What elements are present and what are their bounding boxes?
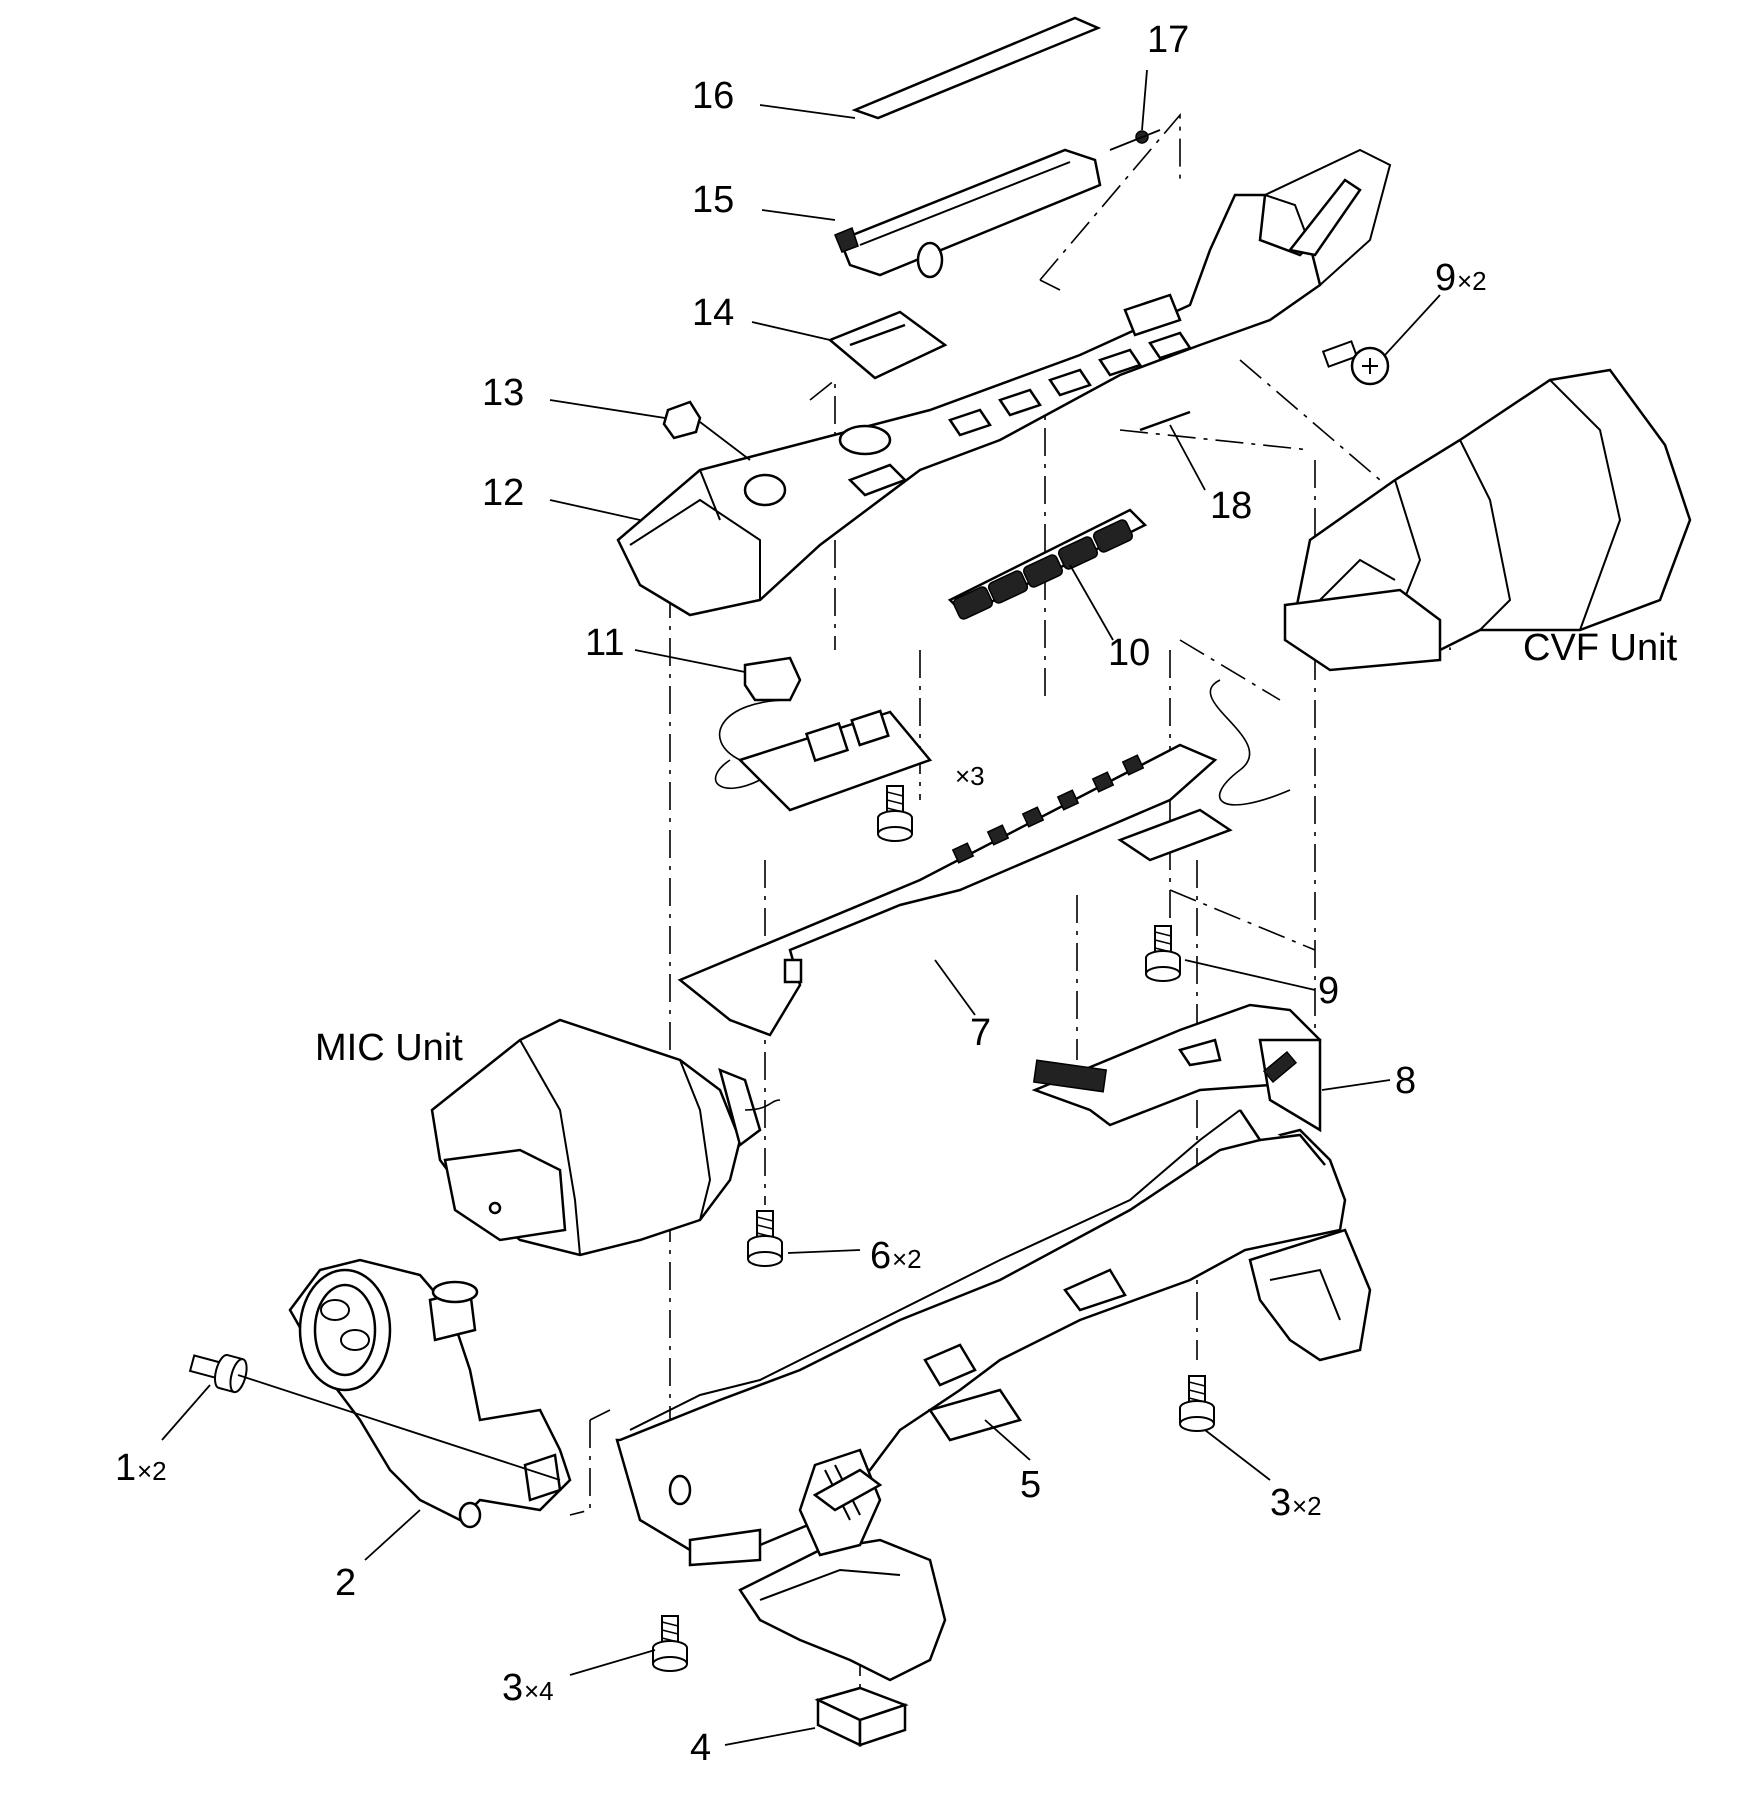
label-4: 4	[690, 1727, 711, 1769]
screw-9x2	[1321, 340, 1390, 386]
part-small-pcb	[714, 699, 933, 812]
label-cvf-unit: CVF Unit	[1523, 627, 1678, 669]
label-15: 15	[692, 179, 734, 221]
label-6-mult: ×2	[892, 1244, 922, 1274]
screw-6x2	[747, 1210, 783, 1267]
mic-unit	[430, 1018, 781, 1257]
label-9-top: 9	[1435, 257, 1456, 299]
label-11: 11	[585, 622, 624, 664]
part-16-label-sheet	[851, 16, 1102, 120]
label-16: 16	[692, 75, 734, 117]
part-17-pin	[1109, 129, 1161, 151]
screw-3x2	[1179, 1375, 1215, 1432]
label-10: 10	[1108, 632, 1150, 674]
part-labels: 16 17 15 14 13 12 18 10 11 9 ×2 ×3 9 8 7…	[115, 19, 1487, 1769]
flex-cable	[1209, 679, 1291, 806]
label-5: 5	[1020, 1464, 1041, 1506]
label-3-left: 3	[502, 1667, 523, 1709]
label-screw-x3: ×3	[955, 761, 985, 791]
label-12: 12	[482, 472, 524, 514]
part-13-knob	[662, 400, 702, 440]
screw-pcb	[877, 785, 913, 842]
screw-3x4	[652, 1615, 688, 1672]
label-1-mult: ×2	[137, 1456, 167, 1486]
leader-lines	[161, 69, 1441, 1746]
label-9: 9	[1318, 970, 1339, 1012]
cvf-unit	[1283, 368, 1692, 672]
label-18: 18	[1210, 485, 1252, 527]
screw-9	[1145, 925, 1181, 982]
label-1: 1	[115, 1447, 136, 1489]
label-3-left-mult: ×4	[524, 1676, 554, 1706]
label-7: 7	[970, 1012, 991, 1054]
label-3-right-mult: ×2	[1292, 1491, 1322, 1521]
part-4-pad	[814, 1686, 909, 1747]
label-13: 13	[482, 372, 524, 414]
part-8-plate	[1031, 1003, 1322, 1133]
label-3-right: 3	[1270, 1482, 1291, 1524]
part-15-cover-lid	[834, 148, 1102, 279]
part-7-main-board	[677, 743, 1233, 1037]
part-14-clip	[827, 310, 948, 380]
part-12-top-housing	[616, 148, 1392, 617]
label-14: 14	[692, 292, 734, 334]
label-8: 8	[1395, 1060, 1416, 1102]
part-10-button-strip	[947, 508, 1148, 620]
screw-1x2	[188, 1353, 248, 1394]
label-17: 17	[1147, 19, 1189, 61]
label-2: 2	[335, 1562, 356, 1604]
part-5-lower-body	[615, 1109, 1372, 1682]
part-11-bracket	[743, 656, 802, 702]
label-mic-unit: MIC Unit	[315, 1027, 463, 1069]
label-9-top-mult: ×2	[1457, 266, 1487, 296]
part-2-handle-bracket	[288, 1258, 572, 1529]
label-6: 6	[870, 1235, 891, 1277]
part-18-rod	[1139, 410, 1191, 432]
